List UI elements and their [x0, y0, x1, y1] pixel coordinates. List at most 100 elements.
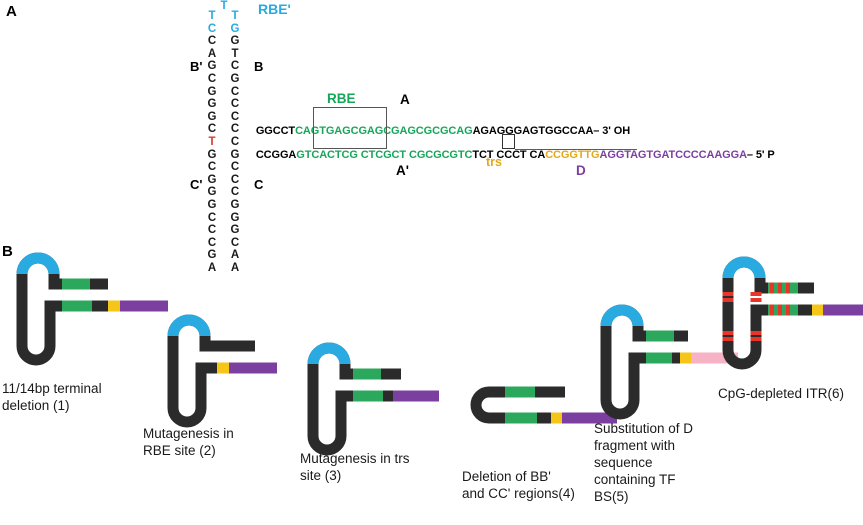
hairpin-tip-nucleotide: T: [220, 0, 228, 12]
trs-block-6: [812, 304, 823, 316]
nucleotide: G: [230, 22, 240, 35]
bot-trs-tail: G: [591, 149, 600, 161]
rbe-block-upper-1: [62, 278, 90, 290]
top-rbe-tail: GCGCAG: [423, 125, 473, 137]
nucleotide: G: [230, 211, 240, 224]
rbe-block-lower-5: [646, 352, 672, 364]
nucleotide: C: [230, 98, 240, 111]
itr-variant-1: [4, 248, 204, 378]
rbe-block-upper-5: [646, 330, 674, 342]
bot-trs-lead: CCGG: [545, 149, 578, 161]
nucleotide: A: [230, 249, 240, 262]
caption-variant-5: Substitution of D fragment with sequence…: [594, 420, 744, 505]
nucleotide: C: [230, 135, 240, 148]
trs-block-4: [551, 412, 562, 424]
nucleotide: G: [207, 60, 217, 73]
caption-variant-1: 11/14bp terminal deletion (1): [2, 380, 162, 414]
cpg-stripe: [778, 282, 782, 294]
nucleotide: G: [230, 35, 240, 48]
cpg-stripe: [778, 304, 782, 316]
nucleotide: C: [230, 161, 240, 174]
caption-variant-4: Deletion of BB' and CC' regions(4): [462, 468, 642, 502]
nucleotide: G: [207, 98, 217, 111]
cpg-stripe: [722, 292, 734, 296]
caption-line: Mutagenesis in trs: [300, 451, 410, 466]
label-d-region: D: [576, 163, 586, 178]
cpg-stripe: [750, 292, 762, 296]
label-c-prime: C': [190, 177, 203, 192]
rbe-block-upper-3: [353, 368, 381, 380]
nucleotide: C: [207, 224, 217, 237]
caption-line: CpG-depleted ITR(6): [718, 386, 845, 401]
caption-line: containing TF: [594, 472, 676, 487]
d-region-underline: [515, 149, 637, 151]
nucleotide: T: [208, 10, 216, 22]
nucleotide: G: [207, 198, 217, 211]
bottom-strand-sequence: CCGGAGTCACTCG CTCGCT CGCGCGTCTCT CCCT CA…: [244, 137, 775, 173]
cpg-stripe: [722, 331, 734, 335]
nucleotide: C: [230, 110, 240, 123]
caption-line: 11/14bp terminal: [2, 381, 102, 396]
panel-a-letter: A: [6, 3, 17, 20]
bot-rbe-box: CG CTCGCT C: [341, 149, 417, 161]
bot-pre: CCGGA: [255, 149, 297, 161]
trs-block-5: [680, 352, 691, 364]
bot-rbe-tail: GCGCGTC: [416, 149, 473, 161]
nucleotide: C: [207, 161, 217, 174]
nucleotide: C: [230, 173, 240, 186]
caption-line: Substitution of D: [594, 421, 694, 436]
caption-variant-3: Mutagenesis in trs site (3): [300, 450, 465, 484]
itr-variant-6: [710, 252, 863, 382]
nucleotide: G: [207, 85, 217, 98]
nucleotide: C: [230, 123, 240, 136]
d-block-4: [562, 412, 617, 424]
caption-line: Mutagenesis in: [143, 426, 234, 441]
top-rbe-lead: CAGTGA: [295, 125, 343, 137]
caption-line: deletion (1): [2, 398, 70, 413]
caption-line: site (3): [300, 468, 342, 483]
nucleotide: G: [207, 110, 217, 123]
nucleotide: G: [230, 148, 240, 161]
loop-tip-5: [600, 304, 644, 327]
rbe-block-lower-6: [768, 304, 798, 316]
nucleotide: T: [208, 135, 216, 148]
nucleotide: T: [231, 47, 239, 60]
caption-line: fragment with: [594, 438, 676, 453]
cpg-stripe: [750, 331, 762, 335]
nucleotide: A: [207, 47, 217, 60]
panel-b-letter: B: [2, 243, 13, 260]
rbe-box-outline: [313, 107, 387, 149]
tfbs-block-5: [691, 352, 738, 364]
bot-trs-box: TT: [577, 149, 592, 161]
caption-variant-6: CpG-depleted ITR(6): [718, 385, 863, 402]
caption-line: sequence: [594, 455, 653, 470]
cpg-stripe: [770, 304, 774, 316]
itr-variant-3: [295, 338, 485, 468]
itr-variant-4: [455, 370, 655, 460]
caption-line: BS(5): [594, 489, 629, 504]
nucleotide: G: [207, 249, 217, 262]
cpg-stripe: [750, 337, 762, 341]
label-rbe: RBE: [327, 91, 356, 106]
bot-terminus: – 5' P: [746, 149, 775, 161]
d-block-2: [229, 362, 277, 374]
top-rbe-box: GCGAGCGAGC: [342, 125, 424, 137]
itr-variant-2: [155, 310, 345, 440]
label-b-prime: B': [190, 59, 203, 74]
bot-d-region: AGGTAGTGATCCCCAAGGA: [599, 149, 748, 161]
top-pre: GGCCT: [255, 125, 296, 137]
nucleotide: C: [207, 211, 217, 224]
label-trs: trs: [486, 155, 502, 169]
loop-tip-2: [167, 314, 211, 337]
rbe-block-lower-3: [353, 390, 383, 402]
d-block-3: [393, 390, 439, 402]
nucleotide: A: [230, 261, 240, 274]
d-block-6: [823, 304, 863, 316]
cpg-stripe: [786, 282, 790, 294]
panel-b-itr-variants: B 11/14bp terminal deletion (1): [0, 240, 863, 525]
rbe-block-upper-4: [505, 386, 535, 398]
nucleotide: C: [230, 85, 240, 98]
